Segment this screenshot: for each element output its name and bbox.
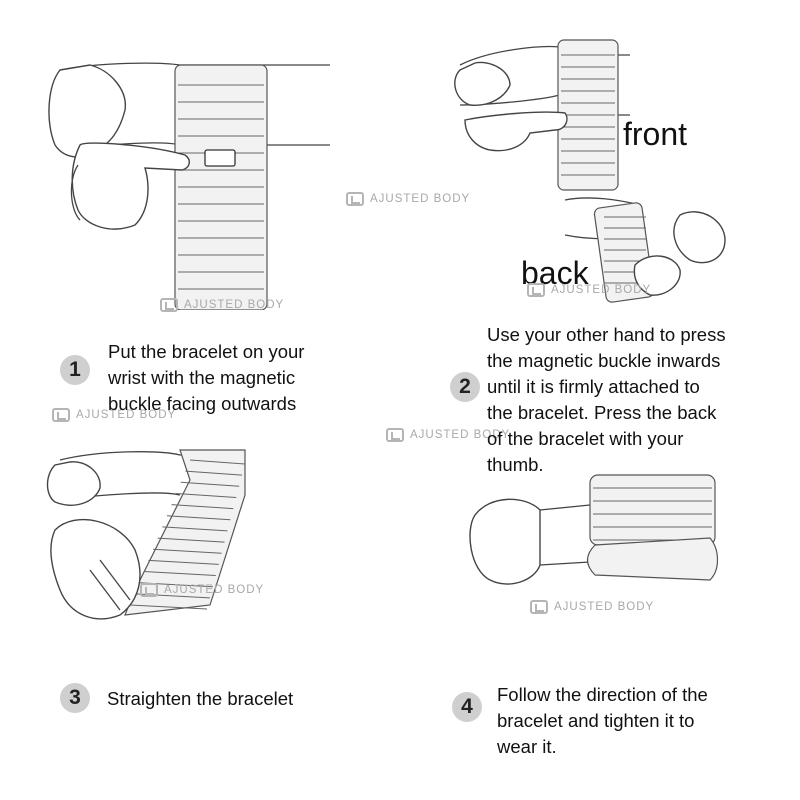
step-4-text: Follow the direction of the bracelet and…	[497, 684, 708, 757]
brand-logo-icon	[530, 600, 548, 614]
watermark: AJUSTED BODY	[52, 408, 176, 422]
watermark: AJUSTED BODY	[160, 298, 284, 312]
brand-logo-icon	[527, 283, 545, 297]
watermark: AJUSTED BODY	[140, 583, 264, 597]
brand-logo-icon	[386, 428, 404, 442]
step-3-text: Straighten the bracelet	[107, 688, 294, 709]
brand-logo-icon	[52, 408, 70, 422]
step-1-number: 1	[60, 355, 90, 385]
back-label: back	[521, 255, 589, 291]
illustration-step-2	[450, 35, 750, 305]
watermark: AJUSTED BODY	[530, 600, 654, 614]
illustration-step-3	[40, 440, 300, 650]
step-2-number: 2	[450, 372, 480, 402]
step-1-text: Put the bracelet on your wrist with the …	[108, 341, 305, 414]
illustration-step-1	[40, 50, 340, 310]
brand-logo-icon	[140, 583, 158, 597]
watermark: AJUSTED BODY	[527, 283, 651, 297]
step-4-number: 4	[452, 692, 482, 722]
brand-logo-icon	[160, 298, 178, 312]
brand-logo-icon	[346, 192, 364, 206]
watermark: AJUSTED BODY	[386, 428, 510, 442]
step-3-number: 3	[60, 683, 90, 713]
watermark: AJUSTED BODY	[346, 192, 470, 206]
illustration-step-4	[465, 470, 725, 600]
step-2-text: Use your other hand to press the magneti…	[487, 324, 726, 475]
front-label: front	[623, 116, 688, 152]
